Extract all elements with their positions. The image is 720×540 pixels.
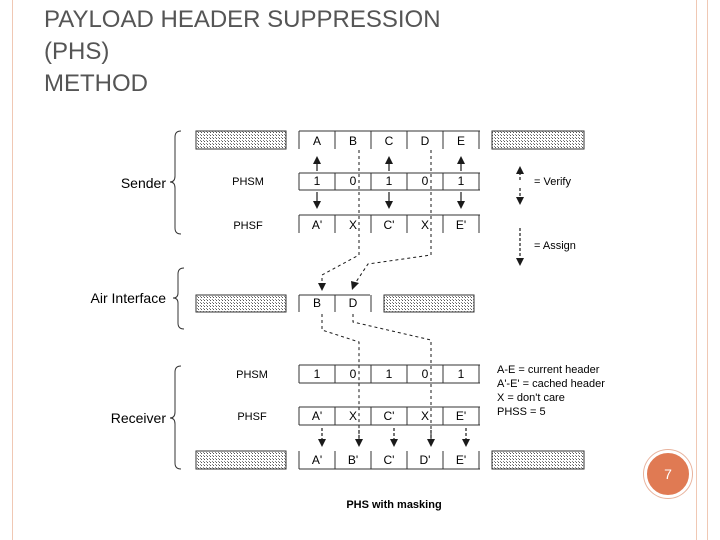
receiver-phsm-label: PHSM bbox=[236, 369, 268, 381]
title-line-1: PAYLOAD HEADER SUPPRESSION bbox=[44, 6, 441, 33]
air-interface-brace bbox=[172, 267, 185, 330]
slide-border-left bbox=[12, 0, 13, 540]
sender-phsm-bit-3: 1 bbox=[386, 174, 393, 188]
receiver-phsm-cells bbox=[298, 364, 480, 384]
receiver-phsm-bit-3: 1 bbox=[386, 367, 393, 381]
receiver-phsf-c: C' bbox=[384, 409, 395, 423]
diagram-caption: PHS with masking bbox=[346, 499, 441, 511]
receiver-header-a: A' bbox=[312, 453, 322, 467]
verify-legend-label: = Verify bbox=[534, 176, 571, 188]
air-payload-right bbox=[383, 294, 475, 313]
receiver-header-b: B' bbox=[348, 453, 358, 467]
receiver-phsm-bit-2: 0 bbox=[350, 367, 357, 381]
receiver-payload-left bbox=[195, 450, 287, 470]
sender-phsm-bit-1: 1 bbox=[314, 174, 321, 188]
sender-phsf-label: PHSF bbox=[233, 220, 263, 232]
sender-phsm-label: PHSM bbox=[232, 176, 264, 188]
sender-phsm-bit-5: 1 bbox=[458, 174, 465, 188]
receiver-phsf-b: X bbox=[349, 409, 357, 423]
legend-note-current-header: A-E = current header bbox=[497, 364, 600, 376]
sender-payload-right bbox=[491, 130, 585, 150]
receiver-header-e: E' bbox=[456, 453, 466, 467]
transmit-arrowheads bbox=[318, 281, 359, 291]
receiver-phsf-label: PHSF bbox=[237, 411, 267, 423]
air-header-cells bbox=[298, 294, 372, 312]
sender-phsf-e: E' bbox=[456, 218, 466, 232]
sender-phsf-d: X bbox=[421, 218, 429, 232]
legend-note-dont-care: X = don't care bbox=[497, 392, 565, 404]
sender-phsf-c: C' bbox=[384, 218, 395, 232]
sender-verify-arrows bbox=[313, 156, 465, 171]
legend-note-cached-header: A'-E' = cached header bbox=[497, 378, 605, 390]
sender-phsm-bit-4: 0 bbox=[422, 174, 429, 188]
sender-phsm-cells bbox=[298, 172, 480, 191]
receiver-payload-right bbox=[491, 450, 585, 470]
sender-brace bbox=[169, 130, 182, 235]
receiver-header-cells bbox=[298, 451, 480, 470]
sender-header-b: B bbox=[349, 134, 357, 148]
receiver-label: Receiver bbox=[111, 410, 167, 426]
receiver-header-c: C' bbox=[384, 453, 395, 467]
slide-title: PAYLOAD HEADER SUPPRESSION (PHS) METHOD bbox=[44, 4, 441, 100]
air-payload-left bbox=[195, 294, 287, 313]
receiver-phsf-cells bbox=[298, 406, 480, 426]
page-number-badge: 7 bbox=[644, 450, 692, 498]
sender-verify-down-arrows bbox=[313, 192, 465, 209]
receiver-phsf-a: A' bbox=[312, 409, 322, 423]
slide-border-right-outer bbox=[707, 0, 708, 540]
sender-payload-left bbox=[195, 130, 287, 150]
sender-header-a: A bbox=[313, 134, 321, 148]
title-line-3: METHOD bbox=[44, 70, 148, 97]
title-line-2: (PHS) bbox=[44, 38, 110, 65]
sender-label: Sender bbox=[121, 175, 166, 191]
sender-phsm-bit-2: 0 bbox=[350, 174, 357, 188]
transmit-paths bbox=[321, 150, 432, 284]
sender-header-e: E bbox=[457, 134, 465, 148]
slide-border-right bbox=[696, 0, 697, 540]
receiver-phsm-bit-4: 0 bbox=[422, 367, 429, 381]
receiver-phsf-e: E' bbox=[456, 409, 466, 423]
receiver-brace bbox=[169, 365, 182, 470]
receiver-assign-arrows bbox=[318, 428, 470, 447]
receiver-phsf-d: X bbox=[421, 409, 429, 423]
sender-header-d: D bbox=[421, 134, 430, 148]
receiver-header-d: D' bbox=[420, 453, 431, 467]
receiver-phsm-bit-1: 1 bbox=[314, 367, 321, 381]
receiver-phsm-bit-5: 1 bbox=[458, 367, 465, 381]
receive-paths bbox=[321, 314, 432, 440]
assign-legend-label: = Assign bbox=[534, 240, 576, 252]
sender-header-cells bbox=[298, 130, 480, 149]
sender-phsf-b: X bbox=[349, 218, 357, 232]
air-field-d: D bbox=[349, 296, 358, 310]
sender-header-c: C bbox=[385, 134, 394, 148]
legend-note-phss: PHSS = 5 bbox=[497, 406, 546, 418]
sender-phsf-cells bbox=[298, 214, 480, 233]
sender-phsf-a: A' bbox=[312, 218, 322, 232]
air-interface-label: Air Interface bbox=[91, 290, 167, 306]
air-field-b: B bbox=[313, 296, 321, 310]
